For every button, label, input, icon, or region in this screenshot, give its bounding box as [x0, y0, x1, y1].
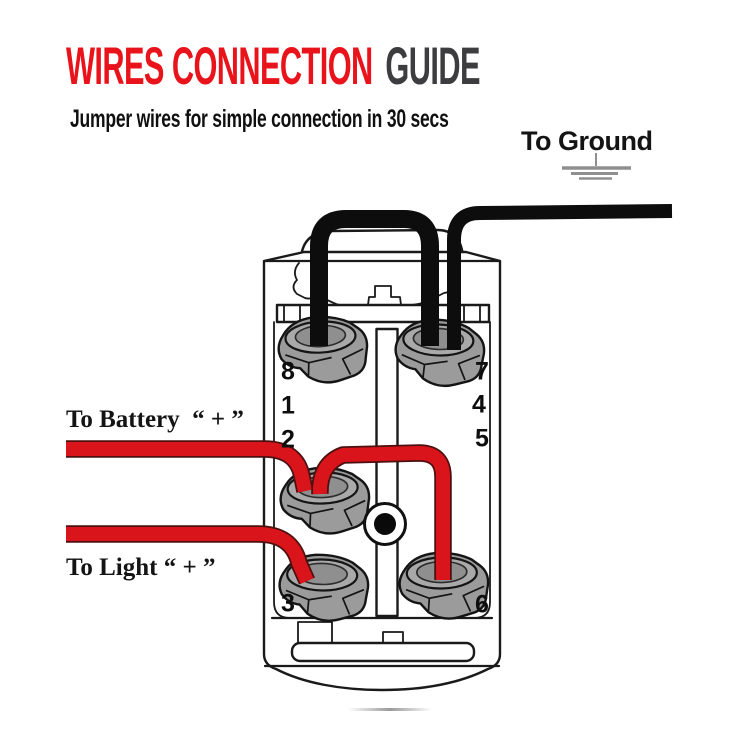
terminal-label-7: 7 [475, 357, 489, 386]
title-rest: GUIDE [385, 37, 480, 96]
wire-battery-feed [66, 440, 314, 493]
mounting-screw-icon [363, 502, 407, 546]
bottom-left-slot [297, 621, 333, 644]
center-post [375, 327, 399, 618]
to-light-label: To Light “ + ” [66, 554, 216, 581]
terminal-plate-ticks [283, 304, 481, 323]
wire-light-feed [66, 525, 315, 585]
terminal-label-2: 2 [281, 425, 295, 454]
switch-shadow [348, 708, 432, 711]
wire-jumper-2-to-6 [311, 444, 452, 580]
ground-symbol-icon [562, 153, 631, 180]
terminal-label-4: 4 [472, 390, 486, 419]
title-highlight: WIRES CONNECTION [66, 37, 373, 96]
wire-jumper-8-to-7 [310, 210, 439, 346]
wire-to-ground [447, 204, 673, 350]
terminal-label-8: 8 [281, 357, 295, 386]
terminal-label-5: 5 [475, 424, 489, 453]
terminal-label-3: 3 [281, 589, 295, 618]
bottom-center-notch [382, 631, 404, 644]
terminal-label-6: 6 [475, 590, 489, 619]
terminal-label-1: 1 [281, 391, 295, 420]
to-battery-label: To Battery “ + ” [66, 406, 244, 433]
to-ground-label: To Ground [521, 126, 653, 156]
page-subtitle: Jumper wires for simple connection in 30… [70, 105, 449, 133]
bottom-bar [290, 641, 476, 663]
